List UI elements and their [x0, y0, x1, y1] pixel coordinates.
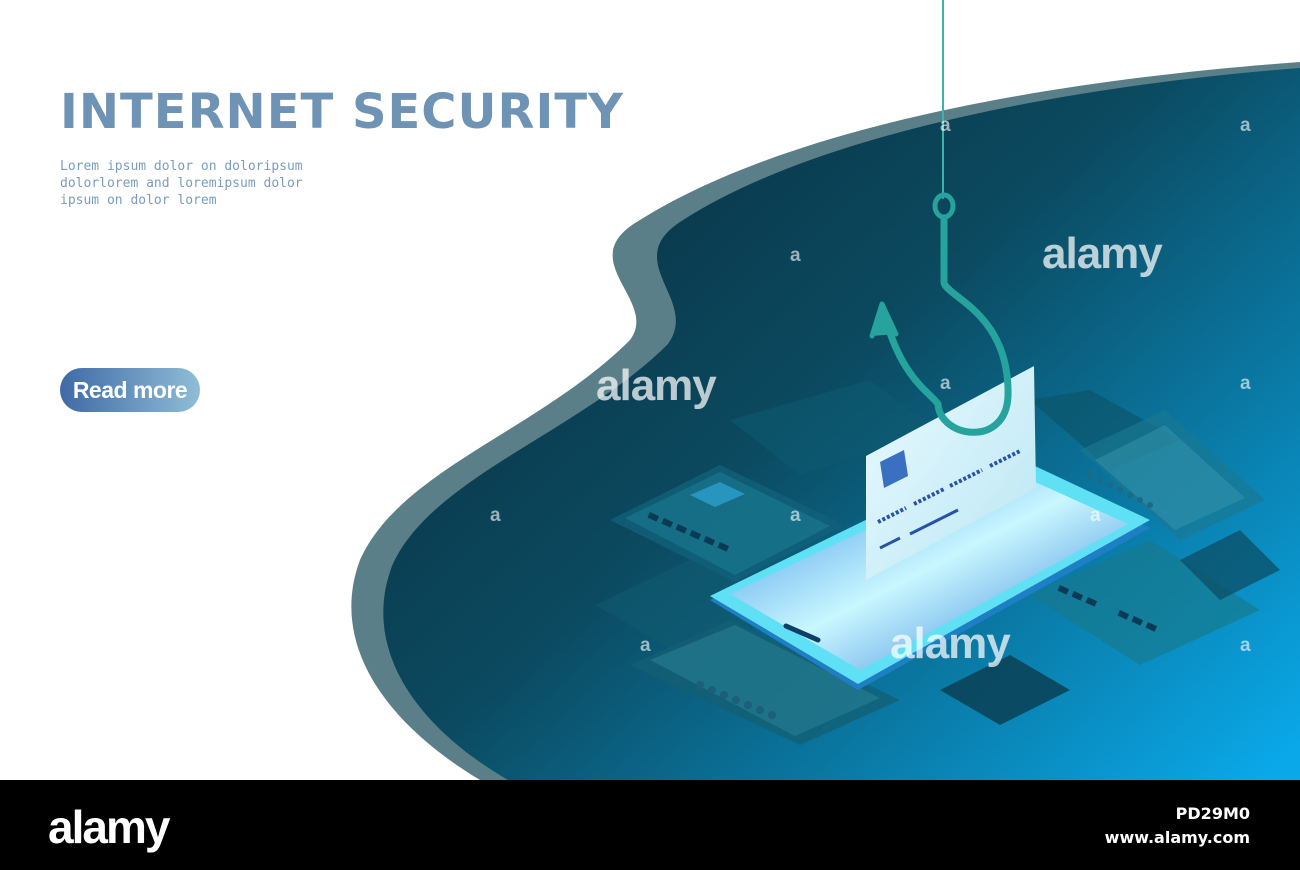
- watermark-mark: a: [1240, 115, 1251, 136]
- intro-line: Lorem ipsum dolor on doloripsum: [60, 159, 303, 174]
- watermark-mark: a: [790, 245, 801, 266]
- image-id: PD29M0: [1175, 804, 1250, 823]
- watermark-mark: a: [790, 505, 801, 526]
- watermark-mark: a: [1240, 373, 1251, 394]
- watermark-mark: a: [640, 635, 651, 656]
- watermark: alamy: [890, 619, 1011, 668]
- intro-line: ipsum on dolor lorem: [60, 193, 217, 208]
- page-title: INTERNET SECURITY: [60, 84, 624, 140]
- watermark-mark: a: [1090, 505, 1101, 526]
- watermark: alamy: [1042, 229, 1163, 278]
- footer-url: www.alamy.com: [1104, 828, 1250, 847]
- intro-text: Lorem ipsum dolor on doloripsum dolorlor…: [60, 158, 320, 209]
- footer-bar: alamy PD29M0 www.alamy.com: [0, 780, 1300, 870]
- watermark-mark: a: [490, 505, 501, 526]
- watermark-mark: a: [940, 373, 951, 394]
- watermark: alamy: [596, 361, 717, 410]
- watermark-mark: a: [1240, 635, 1251, 656]
- footer-logo: alamy: [48, 801, 170, 853]
- intro-line: dolorlorem and loremipsum dolor: [60, 176, 303, 191]
- fishing-hook-icon: [869, 0, 1012, 436]
- phishing-illustration: [351, 0, 1300, 780]
- data-panels: [595, 380, 1280, 745]
- smartphone-icon: [710, 452, 1150, 690]
- watermark-mark: a: [940, 115, 951, 136]
- credit-card-icon: [866, 366, 1036, 580]
- illustration-canvas: INTERNET SECURITY Lorem ipsum dolor on d…: [60, 0, 1300, 780]
- read-more-button[interactable]: Read more: [60, 368, 200, 412]
